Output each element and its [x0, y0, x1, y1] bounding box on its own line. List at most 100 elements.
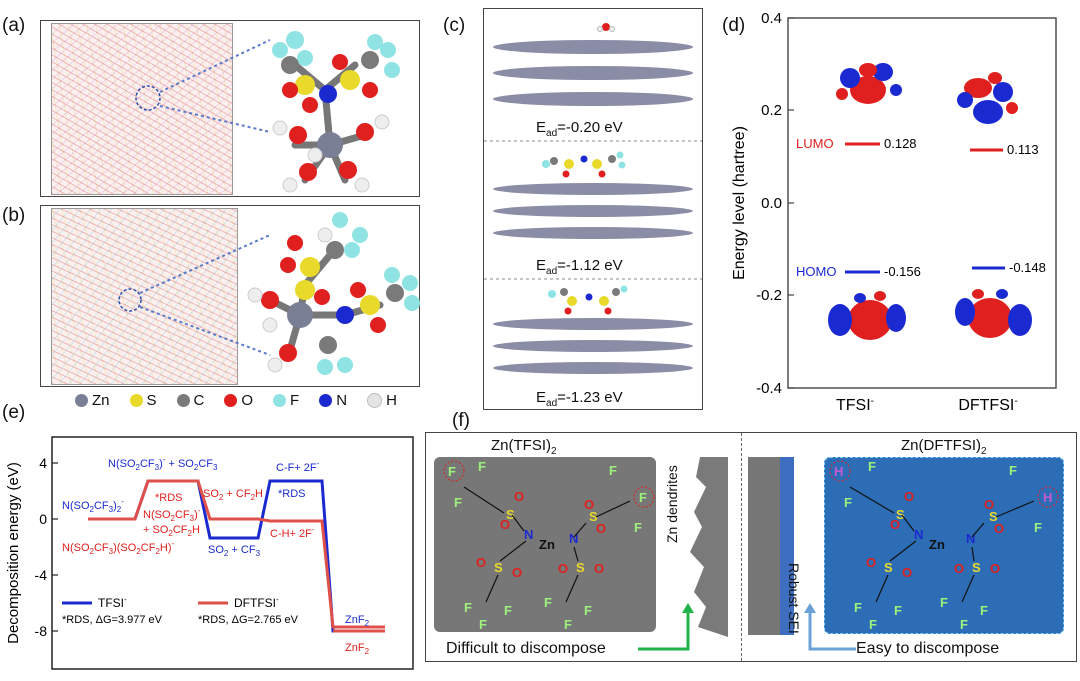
- eq: =: [557, 389, 566, 406]
- legend-label: S: [146, 391, 157, 409]
- legend-tfsi-note: *RDS, ΔG=3.977 eV: [62, 614, 163, 626]
- e-sub: ad: [546, 266, 558, 277]
- svg-text:S: S: [989, 509, 998, 524]
- md-simulation-box-b: [51, 208, 238, 385]
- e-sub: ad: [546, 128, 558, 139]
- svg-text:F: F: [478, 459, 486, 474]
- y-tick: -8: [35, 623, 48, 639]
- orbital-dftfsi-homo: [955, 289, 1032, 338]
- svg-text:O: O: [990, 561, 1000, 576]
- svg-text:S: S: [576, 560, 585, 575]
- svg-text:S: S: [506, 507, 515, 522]
- svg-text:O: O: [476, 555, 486, 570]
- n-atom-icon: [319, 394, 333, 408]
- legend-item-s: S: [129, 391, 157, 409]
- svg-text:O: O: [558, 561, 568, 576]
- svg-text:O: O: [954, 561, 964, 576]
- molecule-b: [118, 212, 420, 375]
- label-so2-cf2h: SO2 + CF2H: [203, 488, 263, 502]
- y-axis-label: Decomposition energy (eV): [5, 462, 22, 644]
- robust-sei-label: Robust SEI: [786, 563, 802, 634]
- svg-text:O: O: [984, 497, 994, 512]
- svg-text:F: F: [940, 595, 948, 610]
- panel-c-label: (c): [443, 15, 466, 36]
- atom-legend: Zn S C O F N H: [75, 390, 397, 410]
- label-cf-2f: C-F+ 2F-: [276, 459, 320, 474]
- y-axis-label: Energy level (hartree): [731, 126, 748, 280]
- legend-item-zn: Zn: [75, 392, 110, 409]
- svg-text:O: O: [584, 497, 594, 512]
- svg-text:N: N: [569, 531, 578, 546]
- rds-label-blue: *RDS: [278, 488, 306, 500]
- svg-text:O: O: [866, 555, 876, 570]
- label-so2cf2h: + SO2CF2H: [143, 524, 200, 538]
- svg-text:F: F: [609, 463, 617, 478]
- green-arrow-icon: [638, 603, 694, 651]
- legend-label: O: [241, 391, 254, 409]
- orbital-dftfsi-lumo: [957, 72, 1018, 124]
- energy-value: -1.23 eV: [565, 389, 623, 406]
- svg-text:Zn: Zn: [539, 537, 555, 552]
- svg-text:F: F: [564, 617, 572, 632]
- adsorption-energy-1: Ead=-0.20 eV: [536, 119, 623, 139]
- svg-text:S: S: [589, 509, 598, 524]
- dftfsi-lumo-value: 0.113: [1007, 142, 1039, 157]
- homo-label: HOMO: [796, 264, 836, 279]
- energy-value: -0.20 eV: [565, 119, 623, 136]
- energy-value: -1.12 eV: [565, 257, 623, 274]
- md-simulation-box-a: [51, 23, 233, 195]
- panel-e-chart: 4 0 -4 -8 Decomposition energy (eV) N(SO…: [5, 436, 414, 670]
- y-tick: -0.2: [756, 287, 782, 304]
- robust-sei-layer: [780, 457, 794, 635]
- svg-text:F: F: [869, 617, 877, 632]
- svg-text:F: F: [479, 617, 487, 632]
- svg-text:O: O: [904, 489, 914, 504]
- svg-text:F: F: [448, 464, 456, 479]
- h-atom-icon: [367, 393, 383, 409]
- molecule-a: [135, 31, 400, 193]
- y-tick: 4: [39, 455, 47, 471]
- svg-text:S: S: [884, 560, 893, 575]
- orbital-tfsi-homo: [828, 291, 906, 340]
- svg-text:H: H: [1043, 490, 1052, 505]
- adsorption-energy-3: Ead=-1.23 eV: [536, 389, 623, 409]
- orbital-tfsi-lumo: [836, 63, 902, 104]
- svg-text:F: F: [504, 603, 512, 618]
- right-electrolyte-box: [824, 457, 1064, 634]
- svg-text:F: F: [1034, 520, 1042, 535]
- y-tick: 0.0: [761, 195, 782, 212]
- legend-label: F: [290, 391, 300, 409]
- y-tick: -0.4: [756, 380, 782, 397]
- svg-text:O: O: [596, 521, 606, 536]
- legend-label: N: [336, 391, 348, 409]
- svg-text:Zn: Zn: [929, 537, 945, 552]
- eq: =: [557, 257, 566, 274]
- left-title: Zn(TFSI)2: [491, 437, 557, 457]
- s-atom-icon: [129, 394, 143, 408]
- c-atom-icon: [176, 394, 190, 408]
- y-tick: 0: [39, 511, 47, 527]
- svg-text:S: S: [896, 507, 905, 522]
- svg-text:O: O: [512, 565, 522, 580]
- label-znf2-red: ZnF2: [345, 642, 370, 656]
- legend-item-o: O: [224, 392, 253, 409]
- panel-e-label: (e): [2, 402, 26, 423]
- svg-text:F: F: [639, 490, 647, 505]
- zn-atom-icon: [75, 394, 88, 408]
- eq: =: [557, 119, 566, 136]
- legend-label: Zn: [92, 391, 110, 409]
- legend-item-c: C: [176, 392, 204, 409]
- svg-text:N: N: [966, 531, 975, 546]
- panel-b-label: (b): [2, 205, 26, 226]
- svg-text:F: F: [960, 617, 968, 632]
- f-atom-icon: [273, 394, 287, 408]
- svg-text:F: F: [980, 603, 988, 618]
- legend-dftfsi: DFTFSI-: [234, 595, 279, 610]
- svg-text:F: F: [894, 603, 902, 618]
- label-n-so2cf3-red: N(SO2CF3)-: [143, 506, 201, 523]
- difficult-label: Difficult to discompose: [446, 640, 606, 657]
- svg-text:O: O: [594, 561, 604, 576]
- right-title: Zn(DFTFSI)2: [901, 437, 987, 457]
- tfsi-homo-value: -0.156: [884, 264, 921, 279]
